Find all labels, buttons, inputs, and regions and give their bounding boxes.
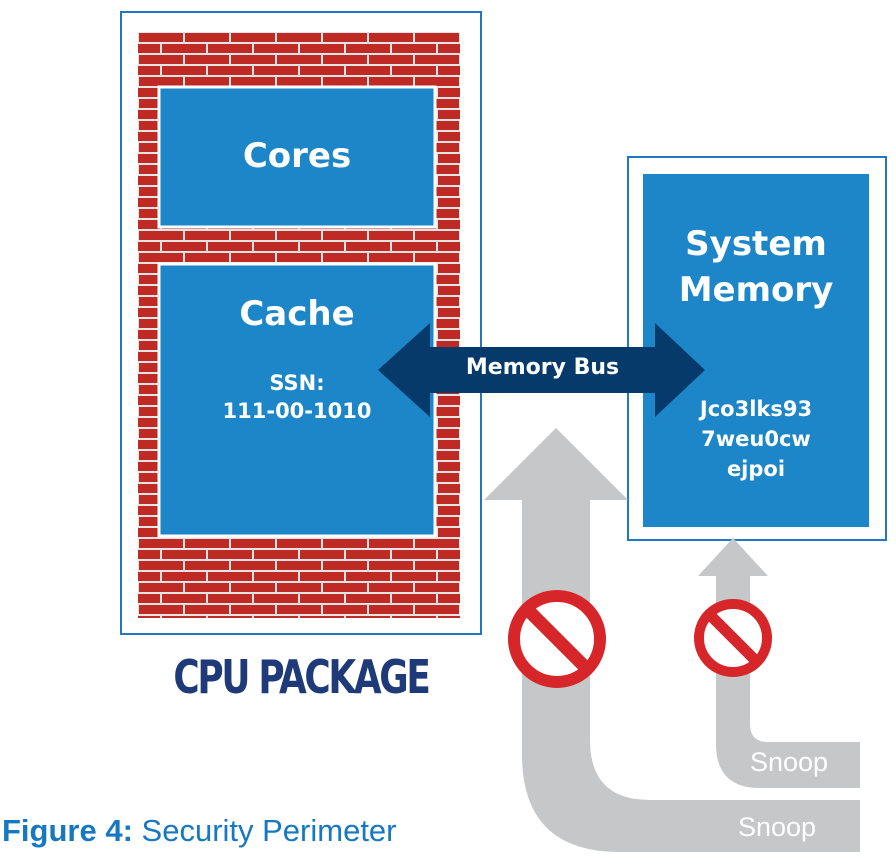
memory-bus-label: Memory Bus — [465, 355, 620, 380]
memory-bus-arrow — [378, 323, 705, 417]
cache-data-line-2: 111-00-1010 — [222, 399, 372, 423]
figure-caption: Figure 4: Security Perimeter — [2, 813, 397, 849]
cache-box — [157, 262, 437, 538]
caption-text: Security Perimeter — [141, 813, 397, 848]
snoop-label-large: Snoop — [738, 812, 817, 842]
system-memory-data-line-1: Jco3lks93 — [699, 397, 813, 421]
snoop-label-small: Snoop — [750, 747, 829, 777]
cores-label: Cores — [242, 136, 352, 176]
cache-data-line-1: SSN: — [269, 371, 325, 395]
system-memory-data-line-2: 7weu0cw — [701, 427, 811, 451]
cpu-package-label: CPU PACKAGE — [173, 650, 430, 704]
system-memory-title-line-2: Memory — [678, 270, 834, 310]
snoop-arrow-large — [484, 428, 860, 852]
cores-box — [157, 85, 437, 229]
no-entry-icon — [694, 599, 772, 677]
cache-label: Cache — [239, 294, 355, 334]
system-memory-data-line-3: ejpoi — [726, 457, 786, 481]
caption-prefix: Figure 4: — [2, 813, 133, 848]
system-memory-title-line-1: System — [685, 224, 827, 264]
no-entry-icon — [508, 590, 606, 688]
